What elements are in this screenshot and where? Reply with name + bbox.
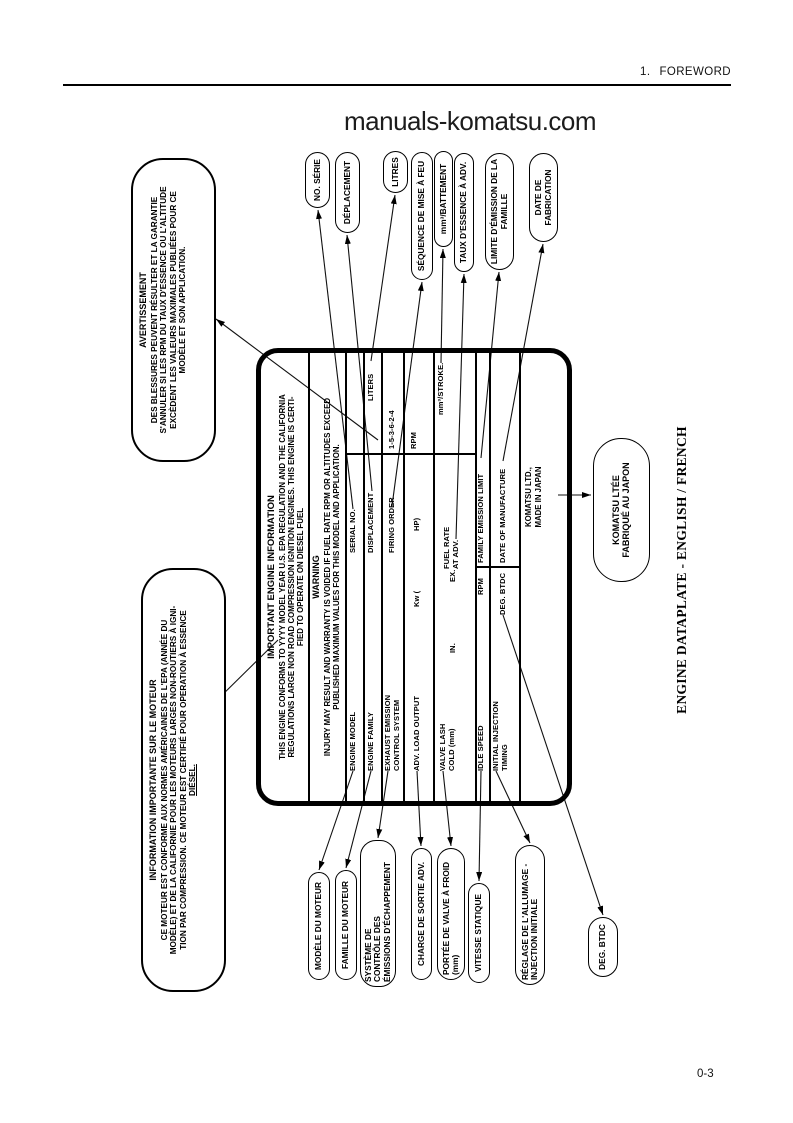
figure-title: ENGINE DATAPLATE - ENGLISH / FRENCH	[674, 426, 689, 714]
unit-idle-rpm: RPM	[476, 578, 485, 595]
callout-deplacement: DÉPLACEMENT	[335, 152, 360, 233]
table-rule	[403, 353, 405, 801]
header-rule	[63, 84, 731, 86]
field-initial-injection: TIMING	[500, 744, 509, 771]
unit-kw: Kw (	[412, 590, 421, 607]
field-displacement: DISPLACEMENT	[366, 492, 375, 553]
field-valve-lash: COLD (mm)	[447, 728, 456, 771]
unit-mm3-stroke: mm³/STROKE.	[436, 362, 445, 415]
callout-litres: LITRES	[383, 151, 408, 193]
maker-mark: KOMATSU LTD., MADE IN JAPAN	[524, 451, 543, 543]
table-divider	[475, 566, 519, 568]
field-exhaust-emission: EXHAUST EMISSION	[383, 694, 392, 771]
field-firing-order: FIRING ORDER	[387, 497, 396, 553]
callout-line: ÉMISSIONS D'ÉCHAPPEMENT	[381, 862, 392, 982]
callout-limite-emission: LIMITE D'ÉMISSION DE LA FAMILLE	[485, 153, 514, 270]
field-liters-unit: LITERS	[366, 373, 375, 401]
table-rule	[519, 353, 521, 801]
field-in: IN.	[448, 643, 457, 653]
callout-komatsu-ltee: KOMATSU LTÉE FABRIQUÉ AU JAPON	[593, 438, 650, 582]
callout-systeme-controle: SYSTÈME DE CONTRÔLE DES ÉMISSIONS D'ÉCHA…	[360, 840, 396, 987]
value-firing-order: 1-5-3-6-2-4	[387, 410, 396, 449]
dataplate-diagram: INFORMATION IMPORTANTE SUR LE MOTEUR CE …	[128, 150, 708, 1000]
field-family-emission-limit: FAMILY EMISSION LIMIT	[476, 473, 485, 563]
callout-charge-sortie: CHARGE DE SORTIE ADV.	[411, 848, 432, 980]
watermark: manuals-komatsu.com	[344, 106, 597, 136]
plate-warning-line: INJURY MAY RESULT AND WARRANTY IS VOIDED…	[323, 397, 332, 757]
table-rule	[363, 353, 365, 801]
plate-paragraph-line: FIED TO OPERATE ON DIESEL FUEL	[296, 507, 305, 647]
callout-line: INJECTION INITIALE	[529, 898, 539, 980]
engine-info-note-line: TION PAR COMPRESSION. CE MOTEUR EST CERT…	[178, 610, 188, 950]
field-fuel-rate: FUEL RATE	[442, 526, 451, 569]
field-valve-lash: VALVE LASH	[438, 723, 447, 771]
warning-note-line: EXCÈDENT LES VALEURS MAXIMALES PUBLIÉES …	[168, 191, 178, 429]
plate-title: IMPORTANT ENGINE INFORMATION	[266, 495, 277, 659]
field-fuel-rate: AT ADV.	[451, 539, 460, 569]
warning-note-line: DES BLESSURES PEUVENT RÉSULTER ET LA GAR…	[150, 196, 159, 424]
callout-line: (mm)	[450, 954, 460, 975]
engine-info-note-line: DIÉSEL.	[188, 764, 198, 796]
field-date-of-manufacture: DATE OF MANUFACTURE	[498, 468, 507, 563]
engine-dataplate: IMPORTANT ENGINE INFORMATION THIS ENGINE…	[256, 348, 572, 806]
unit-deg-btdc: DEG. BTDC	[498, 572, 507, 615]
field-initial-injection: INITIAL INJECTION	[491, 701, 500, 771]
engine-info-note-line: MODÈLE) ET DE LA CALIFORNIE POUR LES MOT…	[169, 605, 179, 955]
field-idle-speed: IDLE SPEED	[476, 725, 485, 771]
callout-line: FABRIQUÉ AU JAPON	[620, 462, 631, 558]
section-number: 1.	[640, 66, 651, 78]
callout-taux-essence: TAUX D'ESSENCE À ADV.	[454, 153, 474, 272]
callout-mm3-battement: mm³/BATTEMENT	[434, 151, 453, 247]
page-header: 1. FOREWORD	[640, 66, 731, 78]
callout-portee-valve: PORTÉE DE VALVE À FROID (mm)	[437, 848, 465, 980]
callout-vitesse-statique: VITESSE STATIQUE	[468, 883, 490, 983]
section-title: FOREWORD	[659, 66, 731, 78]
field-serial-no: SERIAL NO.	[348, 509, 357, 553]
plate-paragraph-line: THIS ENGINE CONFORMS TO YYYY MODEL YEAR …	[278, 394, 287, 760]
plate-paragraph-line: REGULATIONS LARGE NON ROAD COMPRESSION I…	[287, 396, 296, 758]
field-engine-model: ENGINE MODEL	[348, 711, 357, 771]
unit-hp: HP)	[412, 517, 421, 531]
maker-line: MADE IN JAPAN	[533, 466, 543, 528]
callout-deg-btdc: DEG. BTDC	[588, 917, 618, 977]
warning-note-title: AVERTISSEMENT	[138, 272, 148, 348]
table-divider	[345, 453, 475, 455]
warning-note-line: MODÈLE ET SON APPLICATION.	[178, 246, 188, 374]
field-engine-family: ENGINE FAMILY	[366, 712, 375, 771]
table-rule	[345, 353, 347, 801]
plate-warning-line: PUBLISHED MAXIMUM VALUES FOR THIS MODEL …	[332, 444, 341, 710]
table-rule	[433, 353, 435, 801]
plate-warning-title: WARNING	[311, 555, 321, 599]
engine-info-note-title: INFORMATION IMPORTANTE SUR LE MOTEUR	[148, 679, 158, 881]
callout-famille-moteur: FAMILLE DU MOTEUR	[335, 870, 357, 980]
field-adv-load-output: ADV. LOAD OUTPUT	[412, 695, 421, 771]
page-number: 0-3	[697, 1068, 714, 1080]
engine-info-note-fr: INFORMATION IMPORTANTE SUR LE MOTEUR CE …	[141, 568, 226, 992]
warning-note-fr: AVERTISSEMENT DES BLESSURES PEUVENT RÉSU…	[131, 158, 216, 462]
callout-reglage-allumage: RÉGLAGE DE L'ALLUMAGE - INJECTION INITIA…	[515, 845, 545, 985]
field-ex: EX.	[448, 569, 457, 582]
engine-info-note-line: CE MOTEUR EST CONFORME AUX NORMES AMÉRIC…	[160, 619, 169, 941]
callout-date-fabrication: DATE DE FABRICATION	[529, 153, 558, 242]
callout-modele-moteur: MODÈLE DU MOTEUR	[308, 872, 330, 980]
callout-sequence-mise-a-feu: SÉQUENCE DE MISE À FEU	[411, 152, 433, 280]
unit-rpm: RPM	[409, 432, 418, 449]
leader-arrows	[211, 194, 604, 916]
field-exhaust-emission: CONTROL SYSTEM	[392, 699, 401, 771]
maker-line: KOMATSU LTD.,	[524, 467, 533, 527]
plate-rule	[308, 353, 310, 801]
warning-note-line: S'ANNULER SI LES RPM DU TAUX D'ESSENCE O…	[159, 186, 169, 434]
callout-no-serie: NO. SÉRIE	[305, 152, 330, 208]
